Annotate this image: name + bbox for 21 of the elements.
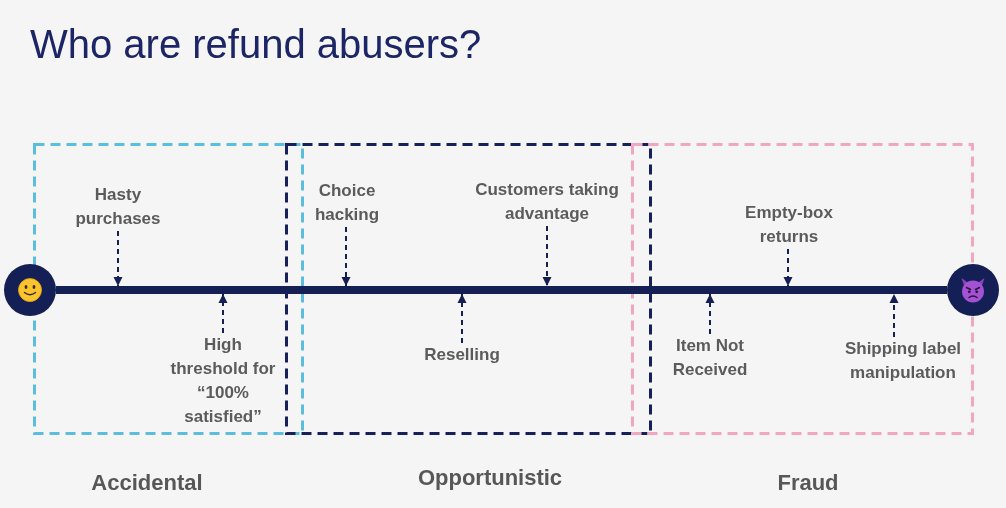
category-heading: Accidental bbox=[91, 469, 203, 497]
dashed-arrow bbox=[542, 225, 552, 287]
dashed-arrow bbox=[113, 230, 123, 287]
annotation-text: Hasty purchases bbox=[68, 183, 168, 231]
dashed-arrow bbox=[457, 293, 467, 344]
dashed-arrow bbox=[341, 226, 351, 287]
annotation-text: Reselling bbox=[417, 343, 507, 367]
annotation-text: High threshold for “100% satisfied” bbox=[166, 333, 280, 429]
diagram-title: Who are refund abusers? bbox=[30, 21, 482, 68]
annotation-text: Customers taking advantage bbox=[469, 178, 625, 226]
category-heading: Fraud bbox=[777, 469, 839, 497]
dashed-arrow bbox=[889, 293, 899, 338]
annotation-text: Choice hacking bbox=[305, 179, 389, 227]
dashed-arrow bbox=[218, 293, 228, 334]
annotation-text: Empty-box returns bbox=[737, 201, 841, 249]
timeline-line bbox=[56, 286, 947, 294]
annotation-text: Shipping label manipulation bbox=[839, 337, 967, 385]
dashed-arrow bbox=[705, 293, 715, 335]
category-heading: Opportunistic bbox=[417, 464, 563, 492]
annotation-text: Item Not Received bbox=[664, 334, 756, 382]
dashed-arrow bbox=[783, 248, 793, 287]
